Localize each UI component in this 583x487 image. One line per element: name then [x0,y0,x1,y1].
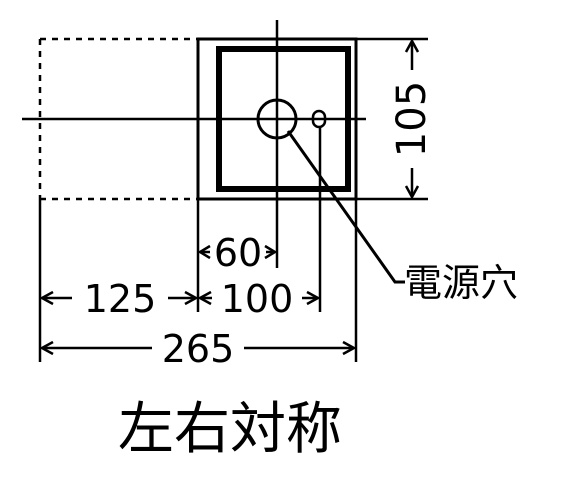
power-hole-label: 電源穴 [404,261,518,305]
extension-lines [38,127,358,362]
dimension-265-label: 265 [162,327,235,371]
dimension-60 [197,244,278,260]
dimension-100-label: 100 [221,277,294,321]
dimension-100 [197,290,321,306]
dimension-125-label: 125 [84,277,157,321]
dimension-265 [39,340,357,356]
dimension-105-label: 105 [389,81,435,157]
dimension-105 [356,37,428,201]
mirror-outline-dashed [38,37,198,201]
symmetry-caption: 左右対称 [118,397,342,462]
power-hole-leader [286,130,405,284]
dimension-125 [39,290,199,306]
dimension-60-label: 60 [214,231,262,275]
power-hole-circle [256,98,298,140]
